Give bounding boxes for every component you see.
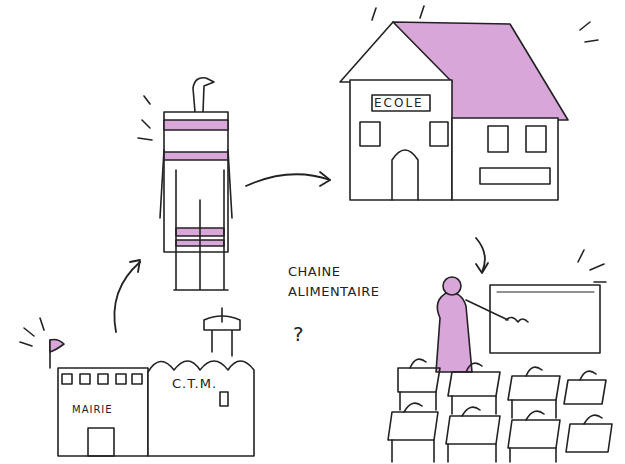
ctm-drawing [148, 308, 254, 456]
building-sign: MAIRIE [72, 404, 113, 415]
worker-figure [138, 78, 232, 290]
classroom-drawing-part [443, 277, 461, 295]
building-node: MAIRIE [58, 368, 148, 456]
mairie-drawing-part [20, 318, 44, 346]
mairie-drawing-part [50, 340, 64, 353]
worker-figure-part [193, 78, 214, 112]
question-mark: ? [293, 322, 323, 346]
school-drawing-part [350, 80, 452, 200]
ctm-drawing-part [148, 361, 254, 456]
mairie-drawing-part [62, 374, 72, 384]
flow-arrows-part [114, 262, 140, 332]
classroom-drawing-part [388, 412, 612, 452]
classroom-drawing-part [404, 359, 602, 424]
school-drawing-part [430, 122, 448, 146]
school-drawing [340, 6, 598, 200]
worker-figure-part [164, 152, 228, 160]
building-node: ECOLE [345, 20, 570, 202]
classroom-drawing-part [466, 300, 508, 320]
flow-arrows-part [476, 263, 488, 273]
mairie-drawing [20, 318, 148, 456]
school-drawing-part [372, 6, 598, 42]
mairie-drawing-part [132, 374, 142, 384]
mairie-drawing-part [58, 368, 148, 456]
worker-figure-part [138, 96, 152, 140]
classroom-drawing-part [497, 292, 594, 293]
school-drawing-part [340, 22, 452, 82]
flow-arrows-part [320, 172, 330, 186]
school-drawing-part [452, 118, 558, 200]
school-drawing-part [488, 126, 508, 152]
flow-arrows [114, 172, 488, 332]
classroom-drawing-part [398, 368, 606, 404]
classroom-drawing-part [578, 250, 606, 282]
building-sign: C.T.M. [172, 376, 217, 391]
ctm-drawing-part [220, 392, 228, 406]
mairie-drawing-part [80, 374, 90, 384]
building-node: C.T.M. [148, 352, 254, 456]
school-drawing-part [392, 150, 418, 200]
school-drawing-part [372, 95, 430, 111]
building-sign: ECOLE [374, 96, 424, 110]
ctm-drawing-part [221, 308, 223, 322]
classroom-drawing-part [392, 392, 556, 462]
classroom-drawing-part [436, 292, 472, 372]
mairie-drawing-part [116, 374, 126, 384]
worker-figure-part [174, 170, 228, 290]
mairie-drawing-part [88, 428, 114, 456]
mairie-drawing-part [98, 374, 108, 384]
worker-figure-part [164, 120, 228, 130]
worker-figure-part [164, 112, 228, 252]
flow-arrows-part [130, 260, 140, 272]
classroom-drawing-part [506, 317, 528, 322]
school-drawing-part [526, 126, 546, 152]
ctm-drawing-part [212, 330, 232, 356]
school-drawing-part [360, 122, 380, 146]
school-drawing-part [480, 168, 550, 184]
flow-arrows-part [246, 174, 330, 186]
worker-figure-part [160, 150, 232, 218]
center-note: CHAINE ALIMENTAIRE [288, 262, 400, 302]
classroom-drawing [388, 250, 612, 462]
